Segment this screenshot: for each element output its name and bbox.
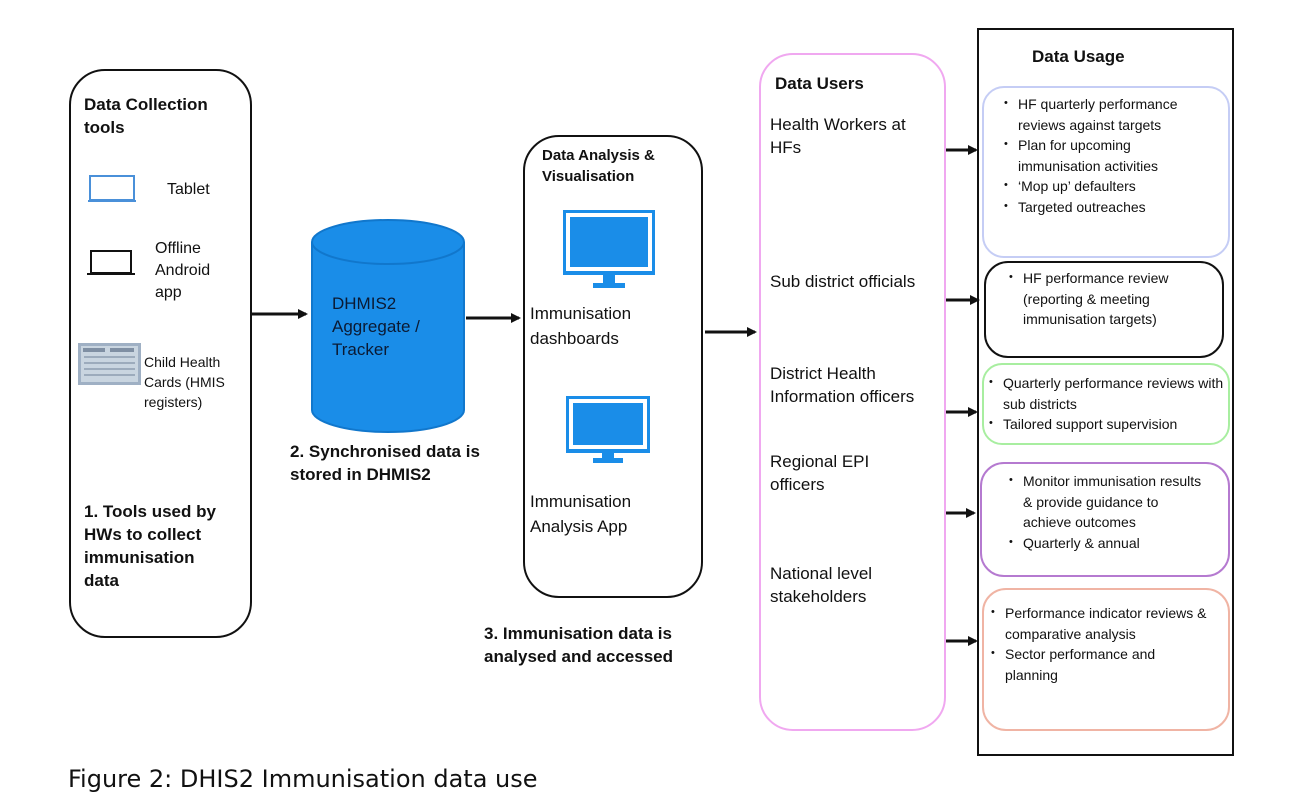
data-user-national: National level stakeholders <box>770 564 873 606</box>
tablet-icon <box>88 174 138 209</box>
data-collection-heading: Data Collection tools <box>84 95 208 137</box>
usage-list-3: Quarterly performance reviews with sub d… <box>985 372 1225 435</box>
usage-list-5: Performance indicator reviews & comparat… <box>987 602 1212 685</box>
usage-item: Quarterly performance reviews with sub d… <box>985 372 1225 414</box>
monitor-icon <box>562 209 656 295</box>
immunisation-analysis-app-label: Immunisation Analysis App <box>530 492 632 536</box>
usage-list-2: HF performance review (reporting & meeti… <box>1005 267 1200 330</box>
immunisation-dashboards-label: Immunisation dashboards <box>530 304 632 348</box>
usage-item: Quarterly & annual <box>1005 532 1205 554</box>
data-user-district-health: District Health Information officers <box>770 364 915 406</box>
monitor-icon <box>565 395 651 469</box>
data-user-sub-district: Sub district officials <box>770 272 916 291</box>
figure-caption: Figure 2: DHIS2 Immunisation data use <box>68 765 538 793</box>
data-user-health-workers: Health Workers at HFs <box>770 115 906 157</box>
usage-list-1: HF quarterly performance reviews against… <box>1000 93 1215 218</box>
child-health-cards-label: Child Health Cards (HMIS registers) <box>144 354 225 410</box>
data-usage-heading: Data Usage <box>1032 47 1125 66</box>
database-icon <box>310 218 466 439</box>
data-users-box <box>759 53 946 731</box>
usage-item: HF performance review (reporting & meeti… <box>1005 267 1200 330</box>
data-user-regional-epi: Regional EPI officers <box>770 452 870 494</box>
step-2-text: 2. Synchronised data is stored in DHMIS2 <box>290 442 480 484</box>
usage-item: HF quarterly performance reviews against… <box>1000 93 1215 135</box>
database-label: DHMIS2 Aggregate / Tracker <box>332 294 420 359</box>
step-3-text: 3. Immunisation data is analysed and acc… <box>484 624 674 666</box>
data-users-heading: Data Users <box>775 74 864 93</box>
laptop-icon <box>87 249 137 282</box>
tablet-label: Tablet <box>167 181 210 198</box>
usage-list-4: Monitor immunisation results & provide g… <box>1005 470 1205 554</box>
usage-item: Plan for upcoming immunisation activitie… <box>1000 134 1215 176</box>
health-card-icon <box>78 343 141 390</box>
data-analysis-heading: Data Analysis & Visualisation <box>542 147 655 185</box>
usage-item: Sector performance and planning <box>987 643 1212 685</box>
usage-item: Targeted outreaches <box>1000 196 1215 218</box>
usage-item: ‘Mop up’ defaulters <box>1000 175 1215 197</box>
usage-item: Tailored support supervision <box>985 413 1225 435</box>
offline-android-app-label: Offline Android app <box>155 240 211 301</box>
step-1-text: 1. Tools used by HWs to collect immunisa… <box>84 502 216 590</box>
usage-item: Monitor immunisation results & provide g… <box>1005 470 1205 533</box>
usage-item: Performance indicator reviews & comparat… <box>987 602 1212 644</box>
